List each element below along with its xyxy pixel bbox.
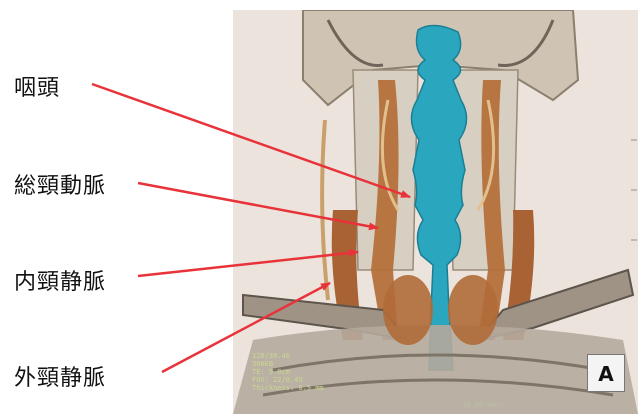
label-pharynx: 咽頭 <box>14 70 60 102</box>
label-internal-jugular-vein: 内頸静脈 <box>14 264 106 296</box>
label-common-carotid-artery: 総頸動脈 <box>14 168 106 200</box>
label-external-jugular-vein: 外頸静脈 <box>14 360 106 392</box>
